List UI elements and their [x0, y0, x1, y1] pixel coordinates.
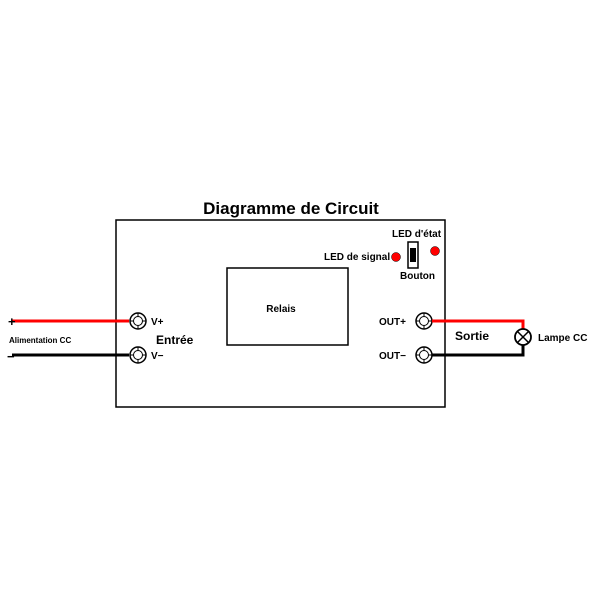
v-minus-terminal — [129, 346, 147, 364]
output-label: Sortie — [455, 329, 489, 343]
relay-label: Relais — [266, 304, 296, 315]
relay-box — [226, 267, 349, 346]
signal-led-label: LED de signal — [324, 252, 390, 263]
out-minus-terminal — [415, 346, 433, 364]
diagram-title: Diagramme de Circuit — [203, 199, 379, 218]
out-plus-label: OUT+ — [379, 317, 406, 328]
slide-switch-knob — [410, 248, 416, 262]
positive-output-wire — [432, 319, 525, 329]
v-plus-label: V+ — [151, 317, 164, 328]
signal-led-icon — [391, 252, 401, 262]
plus-sign: + — [8, 314, 16, 329]
status-led-label: LED d'état — [392, 229, 442, 240]
status-led-icon — [430, 246, 440, 256]
v-minus-label: V− — [151, 351, 164, 362]
lamp-icon — [514, 328, 532, 346]
minus-sign: − — [7, 349, 15, 364]
out-plus-terminal — [415, 312, 433, 330]
input-label: Entrée — [156, 333, 194, 347]
button-label: Bouton — [400, 271, 435, 282]
lamp-label: Lampe CC — [538, 333, 587, 344]
out-minus-label: OUT− — [379, 351, 406, 362]
v-plus-terminal — [129, 312, 147, 330]
negative-output-wire — [432, 345, 525, 357]
power-supply-label: Alimentation CC — [9, 336, 71, 345]
